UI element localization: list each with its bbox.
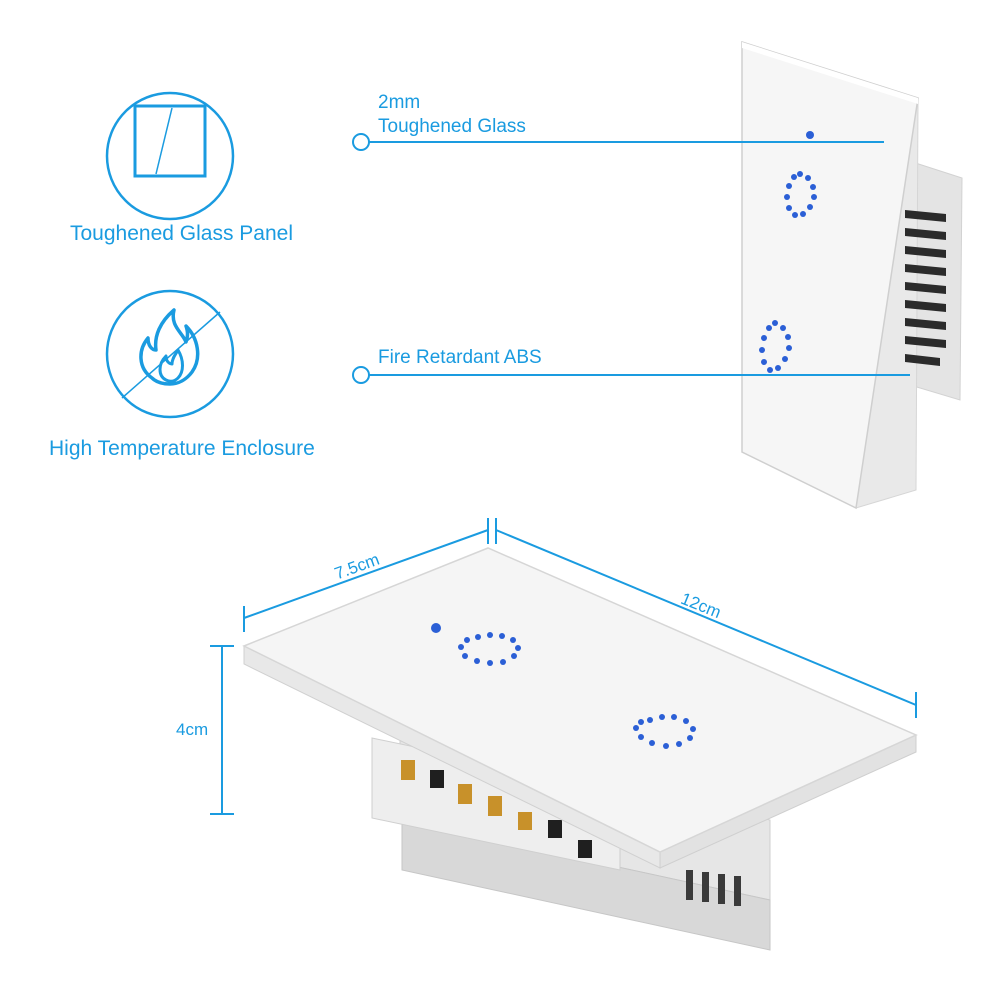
vertical-switch-illustration xyxy=(352,40,963,510)
length-dimension-line xyxy=(495,529,917,706)
glass-callout-material: Toughened Glass xyxy=(378,116,526,137)
feature-fire-label: High Temperature Enclosure xyxy=(49,437,315,460)
horizontal-glass-panel xyxy=(242,547,918,853)
touch-button-upper-icon xyxy=(784,171,817,218)
abs-callout-text: Fire Retardant ABS xyxy=(378,347,542,368)
feature-glass-label: Toughened Glass Panel xyxy=(70,222,293,245)
depth-dimension-label: 4cm xyxy=(176,720,209,739)
wifi-indicator-icon xyxy=(806,131,814,139)
touch-button-lower-icon xyxy=(759,320,792,373)
glass-callout-thickness: 2mm xyxy=(378,92,421,113)
glass-callout-text: 2mm Toughened Glass xyxy=(378,91,526,139)
glass-panel-icon xyxy=(105,91,235,221)
touch-button-left-icon xyxy=(458,632,521,666)
wifi-indicator-icon-2 xyxy=(431,623,441,633)
width-dimension-line xyxy=(243,529,489,619)
feature-fire-icon-circle xyxy=(104,288,236,420)
touch-button-right-icon xyxy=(633,714,696,749)
feature-glass-icon-circle xyxy=(104,90,236,222)
flame-icon xyxy=(105,289,235,419)
